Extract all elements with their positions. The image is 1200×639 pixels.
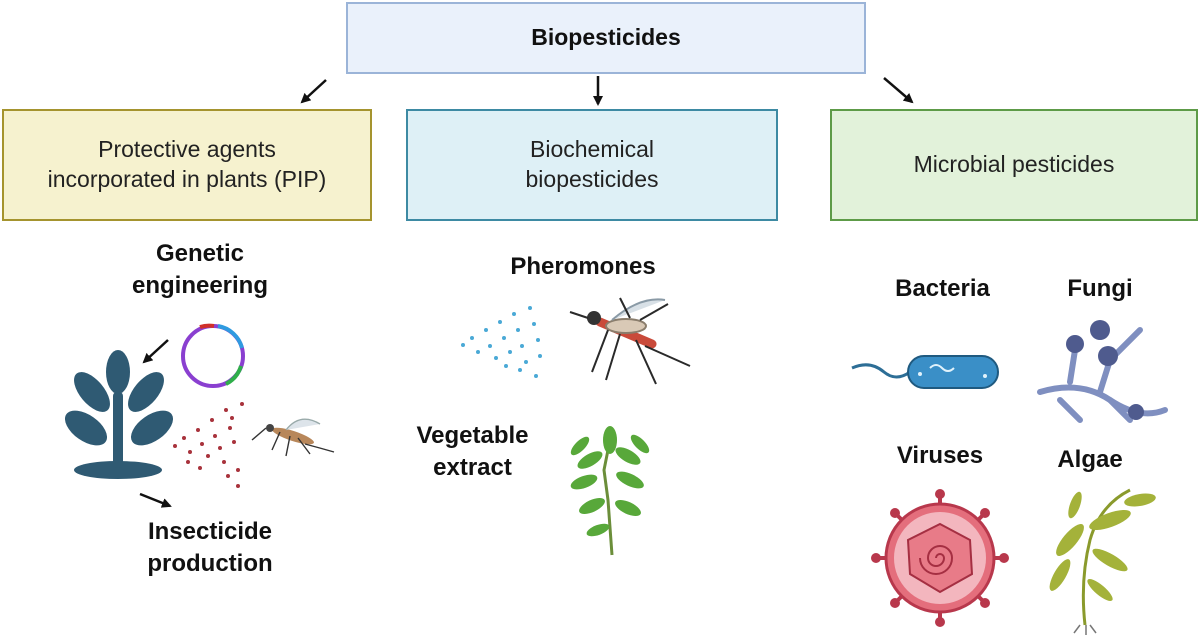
- category-pip-box: Protective agents incorporated in plants…: [2, 109, 372, 221]
- arrow-to-microbial: [883, 77, 914, 104]
- genetic-engineering-label: Genetic engineering: [131, 240, 269, 300]
- pheromone-particles-icon: [461, 306, 542, 378]
- category-microbial-box: Microbial pesticides: [830, 109, 1198, 221]
- root-title: Biopesticides: [531, 24, 681, 51]
- bacteria-icon: [851, 355, 999, 389]
- insecticide-particles-icon: [173, 402, 244, 488]
- category-biochemical-label: Biochemical biopesticides: [525, 136, 659, 192]
- arrow-to-pip: [300, 79, 327, 104]
- insecticide-production-label: Insecticide production: [147, 518, 273, 578]
- fungi-label: Fungi: [1067, 275, 1133, 302]
- fungi-icon: [1037, 320, 1168, 423]
- large-mosquito-icon: [569, 297, 691, 385]
- viruses-label: Viruses: [896, 442, 984, 469]
- category-biochemical-box: Biochemical biopesticides: [406, 109, 778, 221]
- mosquito-icon: [251, 418, 335, 457]
- algae-label: Algae: [1057, 446, 1123, 473]
- arrow-to-plant: [142, 339, 169, 364]
- root-box: Biopesticides: [346, 2, 866, 74]
- category-pip-label: Protective agents incorporated in plants…: [47, 136, 327, 192]
- plasmid-icon: [181, 323, 245, 388]
- pheromones-label: Pheromones: [510, 253, 656, 280]
- algae-icon: [1049, 488, 1156, 635]
- herb-plant-icon: [570, 426, 650, 556]
- plant-icon: [64, 350, 174, 479]
- category-microbial-label: Microbial pesticides: [913, 151, 1115, 178]
- virus-icon: [871, 489, 1009, 627]
- bacteria-label: Bacteria: [895, 275, 990, 302]
- arrow-to-insecticide: [139, 492, 172, 508]
- vegetable-extract-label: Vegetable extract: [416, 422, 529, 482]
